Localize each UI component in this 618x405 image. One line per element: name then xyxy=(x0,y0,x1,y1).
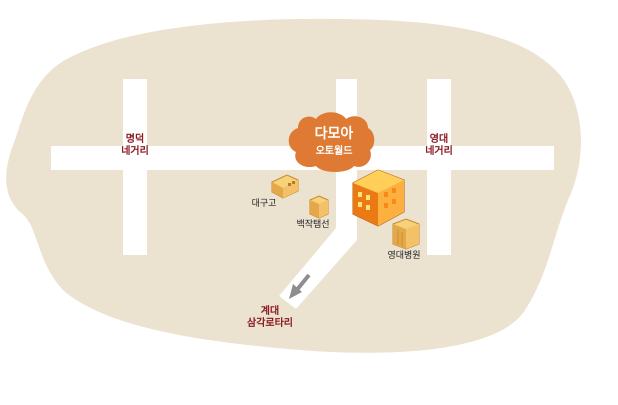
gyedae-rotary-label: 계대 삼각로타리 xyxy=(230,306,310,330)
myeongdeok-line1: 명덕 xyxy=(125,134,145,145)
damoa-badge-cloud xyxy=(288,112,375,172)
hospital-building-icon xyxy=(392,218,420,250)
daegu-high-label: 대구고 xyxy=(251,199,277,209)
gyedae-line1: 계대 xyxy=(260,306,280,317)
yeongdae-intersection-label: 영대 네거리 xyxy=(414,134,464,158)
department-store-label: 백작탬선 xyxy=(296,220,330,230)
orange-building-icon xyxy=(352,169,405,227)
gray-arrow-icon xyxy=(289,273,311,299)
myeongdeok-line2: 네거리 xyxy=(121,146,149,157)
right-vertical-road xyxy=(427,79,451,255)
left-vertical-road xyxy=(123,79,147,255)
badge-subtitle: 오토월드 xyxy=(315,146,353,157)
myeongdeok-intersection-label: 명덕 네거리 xyxy=(110,134,160,158)
department-store-building-icon xyxy=(309,195,329,219)
daegu-high-building-icon xyxy=(271,174,299,199)
badge-title: 다모아 xyxy=(314,126,354,142)
gyedae-line2: 삼각로타리 xyxy=(247,318,293,329)
yeongdae-line1: 영대 xyxy=(429,134,449,145)
yeongdae-line2: 네거리 xyxy=(425,146,453,157)
hospital-label: 영대병원 xyxy=(387,251,421,261)
